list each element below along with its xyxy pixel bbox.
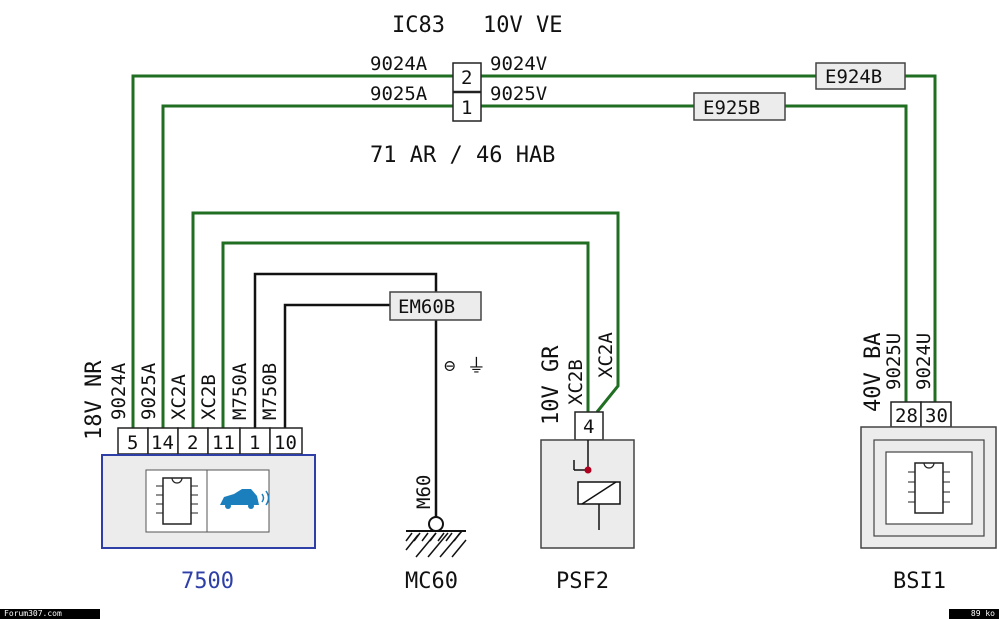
wire-label-9024A: 9024A [370, 53, 428, 75]
svg-text:XC2A: XC2A [168, 374, 190, 420]
ic83-pin-1: 1 [461, 97, 472, 119]
wire-9024V [481, 74, 937, 402]
c7500-connector-spec: 18V NR [82, 360, 107, 440]
c7500-wire-labels: 9024A 9025A XC2A XC2B M750A M750B [108, 362, 281, 420]
svg-text:28: 28 [895, 405, 918, 427]
psf2-connector-spec: 10V GR [539, 345, 564, 425]
bsi1-connector-spec: 40V BA [861, 333, 886, 412]
wire-9024A [131, 74, 453, 428]
svg-text:9024A: 9024A [108, 362, 130, 420]
svg-text:M750B: M750B [259, 363, 281, 420]
connector-id: IC83 [392, 13, 445, 38]
svg-text:XC2B: XC2B [198, 374, 220, 420]
svg-text:1: 1 [249, 432, 260, 454]
psf2-wire-xc2a: XC2A [595, 332, 617, 378]
inline-connector-ic83: 2 1 [452, 62, 482, 122]
splice-e925b: E925B [693, 92, 786, 121]
psf2-name: PSF2 [556, 569, 609, 594]
c7500-connector-pins: 5 14 2 11 1 10 [117, 427, 303, 455]
wire-M750A [253, 272, 438, 428]
ic83-pin-2: 2 [461, 67, 472, 89]
svg-text:11: 11 [212, 432, 235, 454]
wire-label-9024V: 9024V [490, 53, 547, 75]
wire-XC2A [191, 211, 620, 428]
c7500-module [101, 454, 316, 549]
bsi1-wire-9024u: 9024U [913, 333, 935, 390]
svg-text:E925B: E925B [703, 97, 760, 119]
splice-e924b: E924B [815, 62, 906, 90]
psf2-relay [540, 439, 635, 549]
bsi1-name: BSI1 [893, 569, 946, 594]
chip-icon [156, 477, 198, 525]
ground-point-mc60 [405, 516, 467, 558]
svg-text:5: 5 [127, 432, 138, 454]
psf2-wire-xc2b: XC2B [565, 359, 587, 405]
splice-em60b: EM60B [389, 291, 482, 321]
svg-text:EM60B: EM60B [398, 296, 455, 318]
svg-text:14: 14 [151, 432, 174, 454]
location-note: 71 AR / 46 HAB [370, 143, 555, 168]
svg-text:2: 2 [187, 432, 198, 454]
svg-text:M750A: M750A [229, 362, 251, 420]
c7500-name: 7500 [181, 569, 234, 594]
bsi1-connector-pins: 28 30 [890, 401, 952, 428]
wire-9025V [481, 104, 908, 402]
car-signal-icon [220, 489, 270, 509]
ground-symbol: ⊖ ⏚ [444, 355, 486, 377]
bsi1-wire-9025u: 9025U [883, 333, 905, 390]
connector-spec: 10V VE [483, 13, 562, 38]
wire-XC2B [221, 241, 590, 428]
chip-icon [908, 462, 950, 514]
psf2-pin-box [574, 411, 604, 441]
ground-wire-label: M60 [413, 475, 435, 509]
svg-text:30: 30 [925, 405, 948, 427]
svg-text:10: 10 [274, 432, 297, 454]
wire-9025A [161, 104, 453, 428]
footer-size-label: 89 ko [949, 609, 999, 619]
mc60-name: MC60 [405, 569, 458, 594]
wire-label-9025V: 9025V [490, 83, 547, 105]
psf2-pin: 4 [583, 416, 594, 438]
svg-text:E924B: E924B [825, 66, 882, 88]
wire-label-9025A: 9025A [370, 83, 428, 105]
svg-text:9025A: 9025A [138, 362, 160, 420]
wire-M750B [283, 303, 390, 428]
bsi1-module [860, 426, 997, 549]
footer-site-label: Forum307.com [0, 609, 100, 619]
